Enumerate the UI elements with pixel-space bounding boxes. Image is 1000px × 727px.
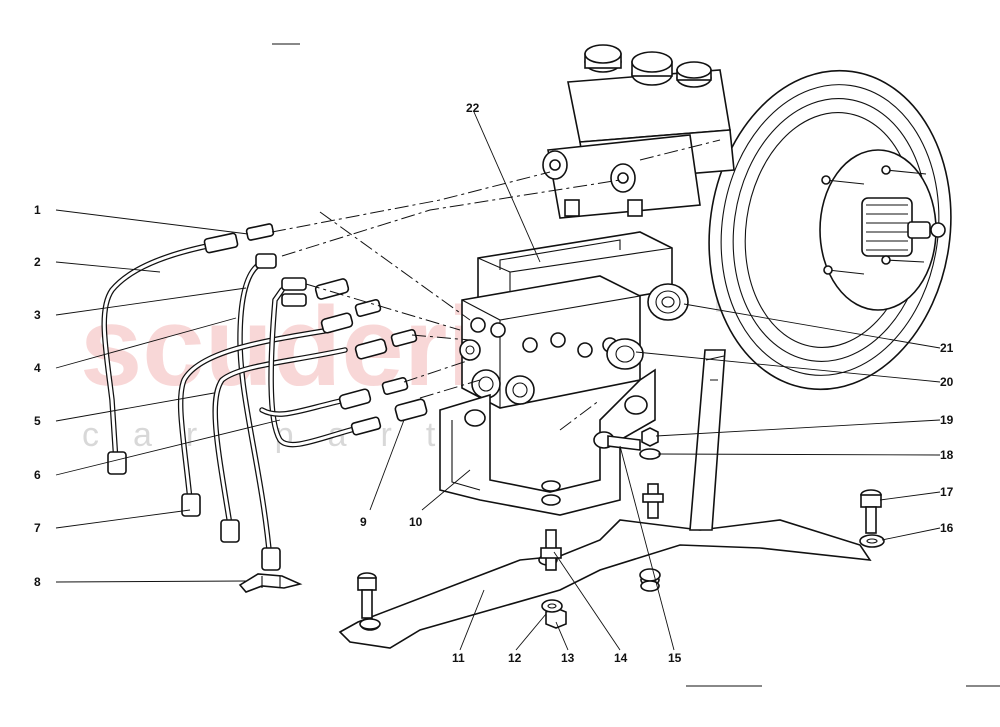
abs-unit	[459, 231, 673, 409]
nut-19	[641, 427, 659, 447]
master-cylinder	[542, 44, 735, 219]
grommet	[647, 283, 689, 321]
mounting-plate	[338, 349, 872, 649]
callout-14: 14	[614, 651, 628, 665]
washer-18	[639, 448, 661, 460]
callout-9: 9	[360, 515, 367, 529]
callout-15: 15	[668, 651, 682, 665]
callout-12: 12	[508, 651, 522, 665]
callout-21: 21	[940, 341, 954, 355]
washer-bracket-lower	[541, 480, 561, 506]
washer-16	[859, 534, 885, 548]
callout-3: 3	[34, 308, 41, 322]
callout-17: 17	[940, 485, 954, 499]
callout-13: 13	[561, 651, 575, 665]
callout-16: 16	[940, 521, 954, 535]
callout-11: 11	[452, 651, 465, 665]
leader-lines	[55, 111, 941, 651]
fasteners	[357, 427, 885, 630]
stud-14	[540, 529, 562, 571]
callout-22: 22	[466, 101, 480, 115]
callout-8: 8	[34, 575, 41, 589]
edge-marks	[272, 43, 1000, 687]
assembly-lines	[271, 139, 721, 431]
booster-studs	[821, 165, 927, 275]
brake-lines	[101, 223, 428, 571]
stud-15	[639, 483, 664, 592]
abs-bracket	[439, 368, 656, 516]
hose-clip	[238, 573, 303, 593]
callout-2: 2	[34, 255, 41, 269]
bolt-left	[357, 572, 381, 630]
callout-6: 6	[34, 468, 41, 482]
callout-7: 7	[34, 521, 41, 535]
brake-booster	[708, 69, 952, 391]
watermark-sub: car parts	[82, 416, 520, 454]
callout-20: 20	[940, 375, 954, 389]
callout-5: 5	[34, 414, 41, 428]
callout-labels: 1 2 3 4 5 6 7 8 9 10 11 12 13 14 15 16 1…	[34, 101, 954, 665]
callout-18: 18	[940, 448, 954, 462]
callout-19: 19	[940, 413, 954, 427]
callout-1: 1	[34, 203, 41, 217]
callout-10: 10	[409, 515, 423, 529]
washer-12	[541, 599, 563, 613]
callout-4: 4	[34, 361, 41, 375]
bolt-17	[860, 489, 882, 534]
